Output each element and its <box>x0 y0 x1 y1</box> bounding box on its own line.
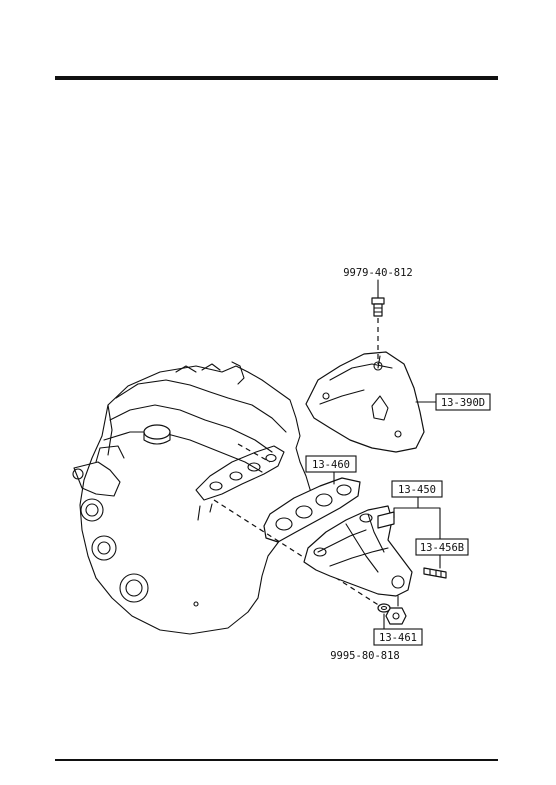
callout-manifold-gasket: 13-460 <box>312 459 350 471</box>
callout-bolt-top: 9979-40-812 <box>343 267 413 279</box>
callout-exhaust-manifold: 13-450 <box>398 484 436 496</box>
stud-part <box>423 567 447 579</box>
nut-part <box>385 607 407 625</box>
bottom-rule <box>55 759 498 761</box>
callout-stud: 13-456B <box>420 542 464 554</box>
washer-part <box>377 603 391 613</box>
top-rule <box>55 76 498 80</box>
bolt-part <box>371 297 385 364</box>
alignment-line-upper <box>237 443 271 463</box>
callout-washer: 9995-80-818 <box>330 650 400 662</box>
heat-insulator-part <box>305 351 425 453</box>
engine-block <box>72 361 313 635</box>
callout-box-nut <box>373 628 423 646</box>
callout-box-manifold-gasket <box>305 455 357 473</box>
callout-nut: 13-461 <box>379 632 417 644</box>
callout-box-heat-insulator <box>435 393 491 411</box>
exhaust-manifold-part <box>303 505 413 597</box>
callout-box-exhaust-manifold <box>391 480 443 498</box>
manifold-gasket-part <box>263 477 361 543</box>
alignment-line <box>213 499 381 607</box>
callout-box-stud <box>415 538 469 556</box>
callout-heat-insulator: 13-390D <box>441 397 485 409</box>
